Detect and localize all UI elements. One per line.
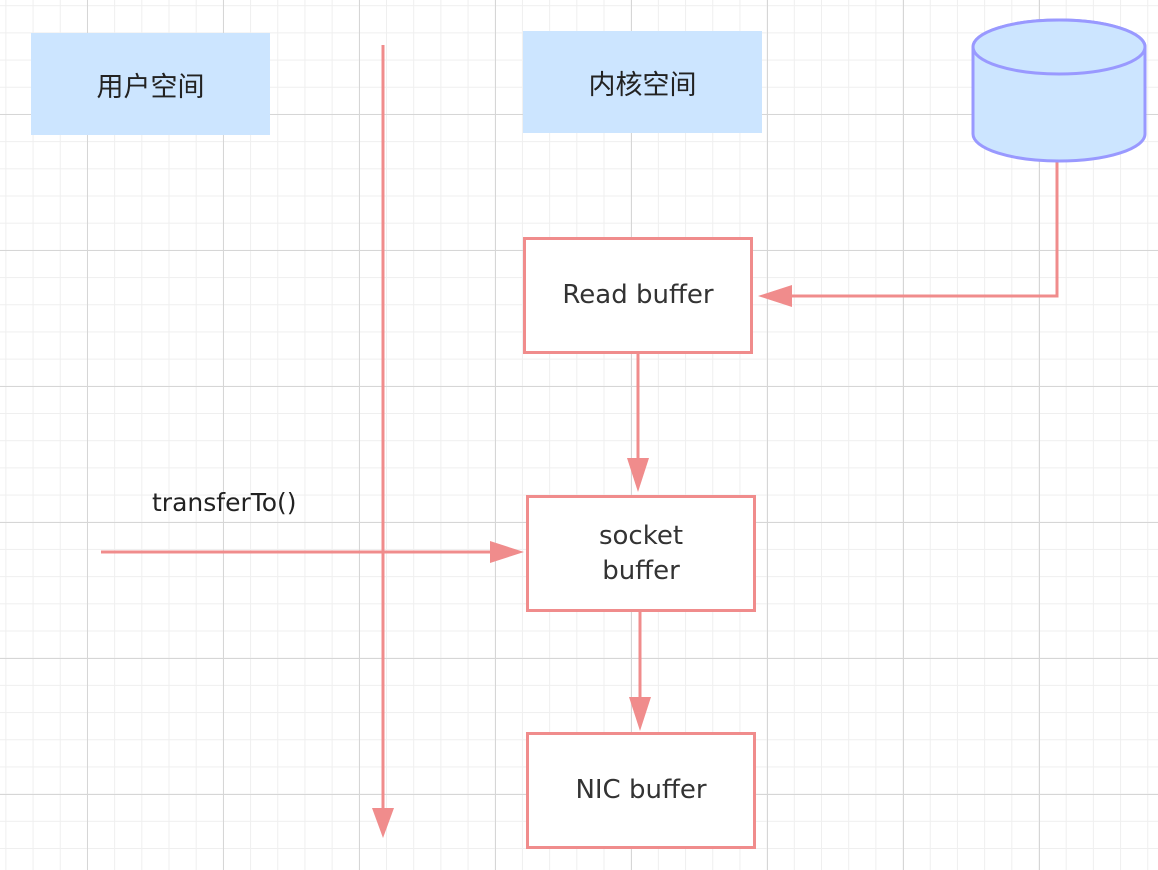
kernel-space-label: 内核空间 (523, 31, 762, 133)
disk-to-read-buffer-arrowhead (758, 285, 792, 307)
socket-buffer-line-2: buffer (602, 555, 680, 586)
nic-buffer-node: NIC buffer (526, 732, 756, 849)
read-buffer-node: Read buffer (523, 237, 753, 354)
kernel-space-text: 内核空间 (588, 69, 697, 101)
transfer-to-label: transferTo() (152, 488, 297, 517)
nic-buffer-text: NIC buffer (575, 775, 707, 805)
read-buffer-text: Read buffer (562, 280, 714, 310)
read-to-socket-arrowhead (627, 458, 649, 492)
socket-buffer-text: socket buffer (599, 519, 683, 589)
database-cylinder-icon (971, 18, 1147, 163)
socket-to-nic-arrowhead (629, 697, 651, 731)
transfer-to-arrowhead (490, 541, 524, 563)
user-space-text: 用户空间 (96, 71, 205, 103)
user-space-label: 用户空间 (31, 33, 270, 135)
disk-to-read-buffer-connector (788, 162, 1059, 298)
socket-buffer-node: socket buffer (526, 495, 756, 612)
space-boundary-arrowhead (372, 808, 394, 838)
socket-buffer-line-1: socket (598, 520, 684, 551)
